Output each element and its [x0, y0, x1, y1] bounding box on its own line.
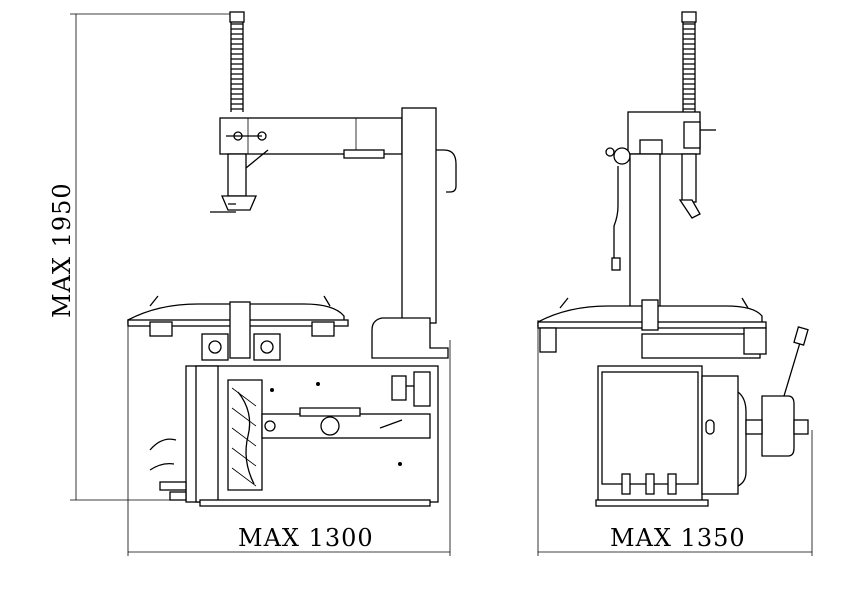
side-width-dimension-label: MAX 1300 [238, 524, 374, 552]
front-column-spring [682, 22, 696, 112]
front-width-dimension-label: MAX 1350 [610, 524, 746, 552]
height-dimension-label: MAX 1950 [48, 182, 76, 318]
tyre-changer-side-view-icon [127, 11, 457, 507]
dimension-lines [70, 13, 813, 556]
tyre-changer-front-view-icon [537, 11, 809, 507]
column-spring [230, 22, 244, 112]
